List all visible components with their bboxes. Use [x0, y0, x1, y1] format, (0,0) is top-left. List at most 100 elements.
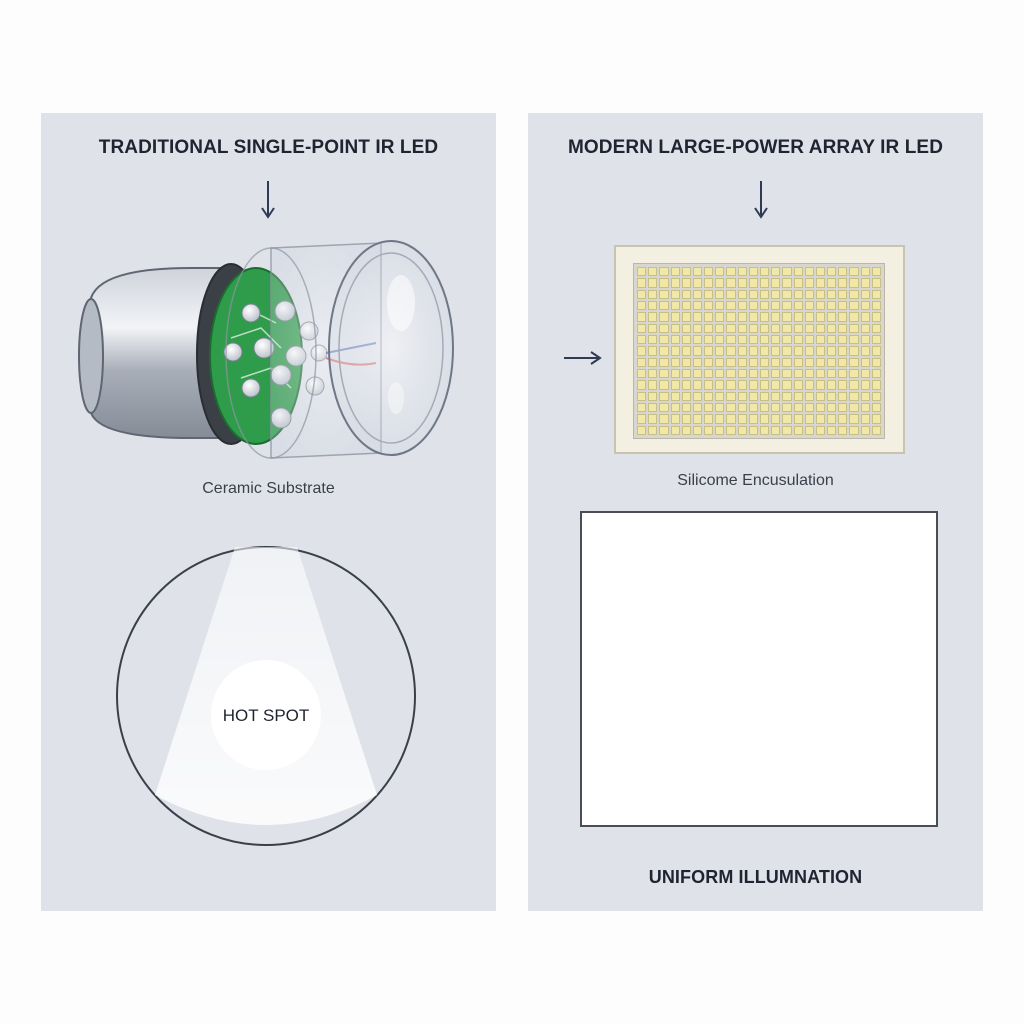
- led-chip: [759, 391, 770, 401]
- led-chip: [827, 323, 837, 333]
- led-chip: [637, 300, 647, 311]
- led-chip: [793, 425, 803, 435]
- led-chip: [681, 425, 691, 435]
- led-chip: [771, 334, 781, 345]
- led-chip: [737, 278, 747, 288]
- led-chip: [815, 357, 826, 367]
- ceramic-substrate-caption: Ceramic Substrate: [202, 480, 335, 497]
- led-chip: [659, 300, 669, 311]
- led-chip: [849, 380, 859, 390]
- led-chip: [692, 414, 703, 424]
- led-chip: [793, 267, 803, 277]
- led-chip: [637, 425, 647, 435]
- led-chip: [692, 368, 703, 379]
- led-chip: [670, 346, 680, 356]
- led-chip: [759, 312, 770, 322]
- led-chip: [681, 402, 691, 413]
- led-chip: [648, 402, 658, 413]
- led-chip: [759, 289, 770, 299]
- led-chip: [804, 312, 814, 322]
- led-chip: [704, 425, 714, 435]
- led-chip: [838, 289, 848, 299]
- led-chip: [737, 289, 747, 299]
- led-chip: [815, 368, 826, 379]
- led-chip: [715, 425, 725, 435]
- led-array-plate: [614, 245, 905, 454]
- led-chip: [793, 334, 803, 345]
- led-chip: [827, 289, 837, 299]
- led-chip: [804, 289, 814, 299]
- led-chip: [670, 402, 680, 413]
- led-chip: [815, 300, 826, 311]
- led-chip: [681, 300, 691, 311]
- led-chip: [782, 425, 792, 435]
- led-chip: [670, 357, 680, 367]
- led-chip: [838, 267, 848, 277]
- led-chip: [804, 402, 814, 413]
- single-point-led-illustration: [78, 240, 454, 459]
- led-chip: [715, 334, 725, 345]
- led-chip: [849, 278, 859, 288]
- led-chip: [827, 357, 837, 367]
- led-chip: [804, 334, 814, 345]
- led-chip: [838, 323, 848, 333]
- led-chip: [804, 425, 814, 435]
- led-chip: [827, 402, 837, 413]
- led-chip: [726, 346, 736, 356]
- led-chip: [637, 368, 647, 379]
- led-chip: [838, 391, 848, 401]
- led-chip: [748, 414, 758, 424]
- led-chip: [715, 300, 725, 311]
- led-chip: [759, 278, 770, 288]
- led-chip: [715, 391, 725, 401]
- led-chip: [726, 323, 736, 333]
- led-chip: [815, 425, 826, 435]
- led-chip: [737, 357, 747, 367]
- led-chip: [681, 289, 691, 299]
- led-chip: [715, 357, 725, 367]
- led-chip: [748, 300, 758, 311]
- led-chip: [815, 402, 826, 413]
- led-chip: [849, 334, 859, 345]
- led-chip: [748, 334, 758, 345]
- led-chip: [759, 402, 770, 413]
- led-chip: [782, 312, 792, 322]
- led-chip: [670, 300, 680, 311]
- led-chip: [715, 402, 725, 413]
- led-chip: [726, 368, 736, 379]
- hot-spot-beam-diagram: HOT SPOT: [116, 546, 416, 846]
- led-chip: [726, 357, 736, 367]
- led-chip: [782, 346, 792, 356]
- led-chip: [815, 267, 826, 277]
- led-chip: [681, 267, 691, 277]
- led-chip: [871, 300, 881, 311]
- led-chip: [681, 278, 691, 288]
- led-chip: [771, 402, 781, 413]
- led-chip: [704, 334, 714, 345]
- led-chip: [748, 425, 758, 435]
- led-chip: [726, 402, 736, 413]
- led-chip: [849, 357, 859, 367]
- led-chip: [771, 289, 781, 299]
- led-chip: [648, 357, 658, 367]
- led-chip: [759, 368, 770, 379]
- led-chip: [659, 289, 669, 299]
- led-chip: [771, 278, 781, 288]
- led-chip: [860, 289, 870, 299]
- led-chip: [659, 357, 669, 367]
- led-chip: [681, 346, 691, 356]
- silicone-encapsulation-caption: Silicome Encusulation: [677, 472, 834, 489]
- led-chip: [815, 323, 826, 333]
- led-chip: [860, 278, 870, 288]
- led-chip: [838, 368, 848, 379]
- led-chip: [759, 380, 770, 390]
- led-chip: [793, 278, 803, 288]
- led-chip: [871, 402, 881, 413]
- led-chip: [670, 323, 680, 333]
- led-chip: [849, 312, 859, 322]
- led-chip: [871, 414, 881, 424]
- led-chip: [782, 402, 792, 413]
- led-chip: [715, 312, 725, 322]
- led-chip: [748, 323, 758, 333]
- led-chip: [871, 334, 881, 345]
